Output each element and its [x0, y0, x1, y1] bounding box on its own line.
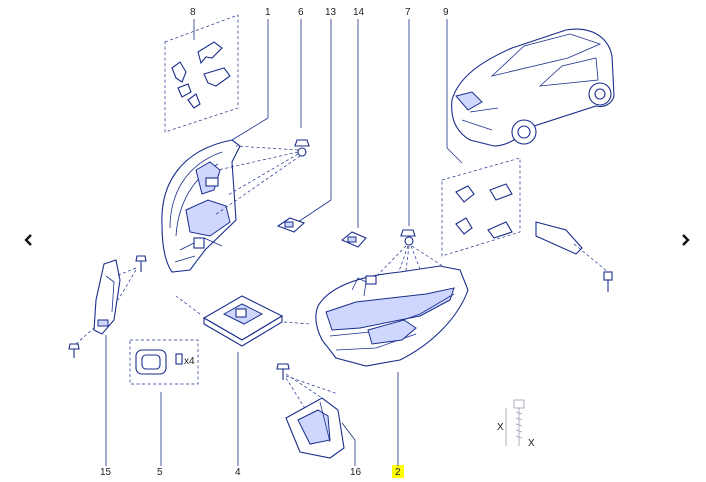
callout-1[interactable]: 1 — [265, 7, 271, 18]
callout-14[interactable]: 14 — [353, 7, 365, 18]
right-headlamp-2[interactable] — [315, 265, 469, 367]
callout-2[interactable]: 2 — [395, 467, 401, 478]
gasket-quantity: x4 — [184, 356, 195, 367]
callout-6[interactable]: 6 — [298, 7, 304, 18]
callout-5[interactable]: 5 — [157, 467, 163, 478]
dimension-label-2: X — [528, 438, 535, 449]
screw-6[interactable] — [214, 139, 310, 216]
prev-button[interactable] — [16, 226, 42, 254]
next-button[interactable] — [672, 226, 698, 254]
callout-labels: 8 1 6 13 14 7 9 15 5 4 16 2 — [100, 7, 449, 478]
bracket-kit-9[interactable] — [441, 157, 613, 292]
callout-9[interactable]: 9 — [443, 7, 449, 18]
chevron-left-icon — [24, 234, 32, 246]
side-bracket-15[interactable] — [68, 255, 147, 358]
gasket-kit-5[interactable]: x4 — [129, 339, 199, 385]
control-module-4[interactable] — [175, 295, 311, 347]
chevron-right-icon — [682, 234, 690, 246]
callout-13[interactable]: 13 — [325, 7, 337, 18]
vehicle-illustration — [451, 28, 615, 147]
clip-14[interactable] — [340, 231, 367, 248]
callout-2-highlight — [392, 465, 404, 478]
callout-4[interactable]: 4 — [235, 467, 241, 478]
clip-13[interactable] — [276, 217, 306, 233]
dimension-label: X — [497, 422, 504, 433]
screw-dimension-detail: X X — [497, 399, 535, 449]
left-headlamp-1[interactable] — [161, 139, 241, 273]
callout-16[interactable]: 16 — [350, 467, 362, 478]
leader-lines — [105, 19, 463, 466]
bracket-kit-8[interactable] — [164, 14, 239, 133]
callout-7[interactable]: 7 — [405, 7, 411, 18]
callout-15[interactable]: 15 — [100, 467, 112, 478]
lower-bracket-16[interactable] — [276, 363, 345, 459]
callout-8[interactable]: 8 — [190, 7, 196, 18]
